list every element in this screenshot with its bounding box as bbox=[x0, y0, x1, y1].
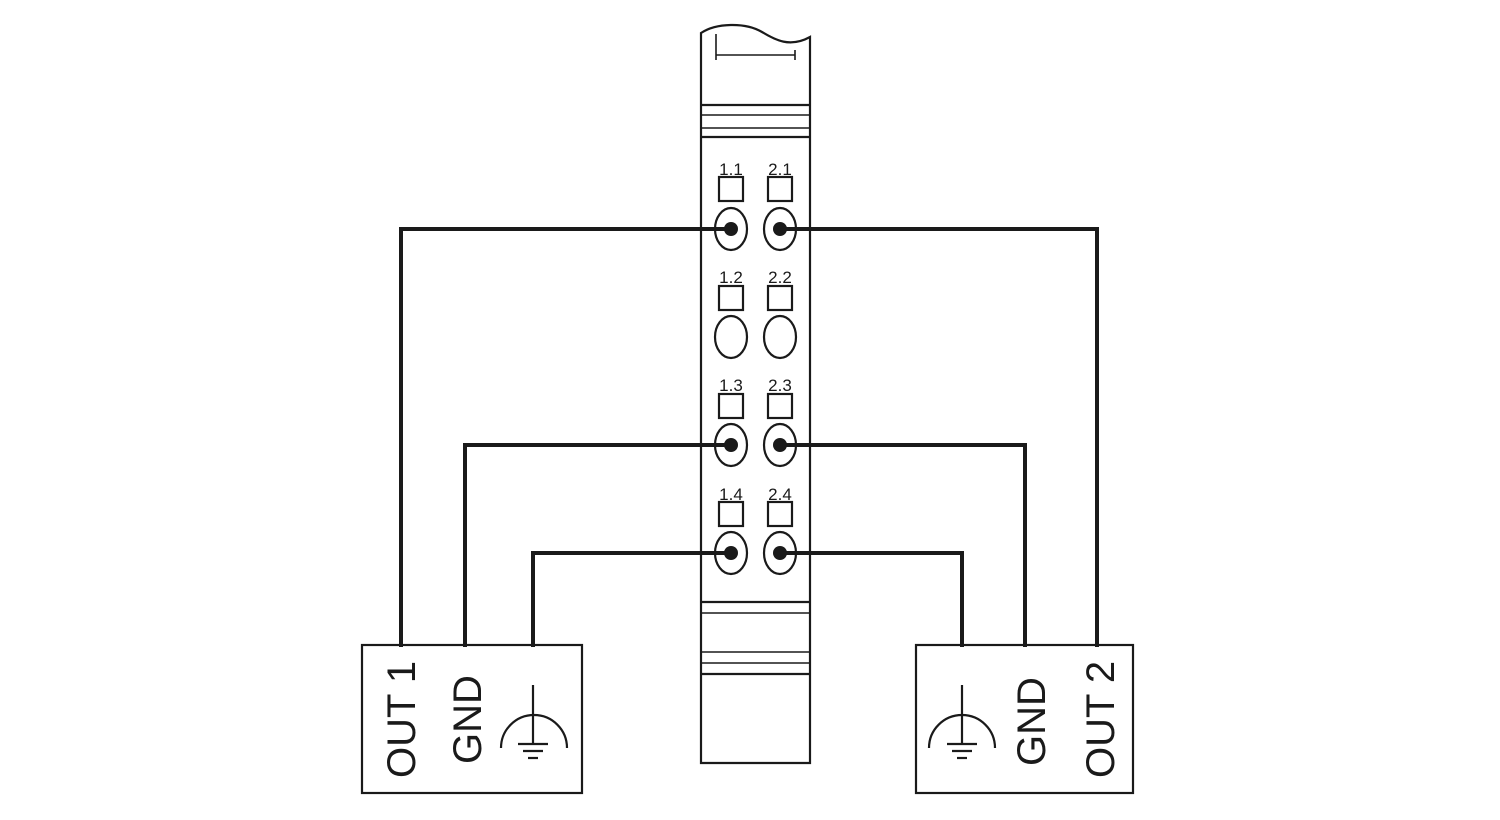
device-2-box bbox=[914, 643, 1135, 795]
connection-dot-1-1 bbox=[724, 222, 738, 236]
device-2: OUT 2 GND bbox=[914, 643, 1135, 795]
wire-gnd1-to-1-3 bbox=[463, 443, 733, 647]
connection-dot-1-4 bbox=[724, 546, 738, 560]
release-button-2-1[interactable] bbox=[766, 175, 794, 203]
release-button-1-4[interactable] bbox=[717, 500, 745, 528]
terminal-module bbox=[699, 23, 812, 765]
terminal-label-2-4: 2.4 bbox=[768, 485, 792, 504]
device-2-out-label: OUT 2 bbox=[1079, 661, 1123, 778]
release-button-2-2[interactable] bbox=[766, 284, 794, 312]
wires bbox=[399, 227, 1099, 647]
device-1-gnd-label: GND bbox=[446, 675, 490, 764]
release-button-1-1[interactable] bbox=[717, 175, 745, 203]
connection-dots bbox=[724, 222, 787, 560]
wire-gnd2-to-2-3 bbox=[778, 443, 1027, 647]
device-2-gnd-label: GND bbox=[1010, 677, 1054, 766]
release-buttons bbox=[717, 175, 794, 528]
terminal-label-2-2: 2.2 bbox=[768, 268, 792, 287]
terminal-label-2-1: 2.1 bbox=[768, 160, 792, 179]
terminal-opening-1-2[interactable] bbox=[713, 314, 749, 360]
connection-dot-2-4 bbox=[773, 546, 787, 560]
module-outline bbox=[699, 23, 812, 765]
terminal-label-1-3: 1.3 bbox=[719, 376, 743, 395]
device-1-box bbox=[360, 643, 584, 795]
connection-dot-2-1 bbox=[773, 222, 787, 236]
wire-out1-to-1-1 bbox=[399, 227, 733, 647]
protective-earth-icon bbox=[927, 685, 997, 760]
protective-earth-icon bbox=[499, 685, 569, 760]
terminal-opening-2-2[interactable] bbox=[762, 314, 798, 360]
wire-pe2-to-2-4 bbox=[778, 551, 964, 647]
connection-dot-2-3 bbox=[773, 438, 787, 452]
connection-dot-1-3 bbox=[724, 438, 738, 452]
release-button-1-3[interactable] bbox=[717, 392, 745, 420]
terminal-label-1-2: 1.2 bbox=[719, 268, 743, 287]
terminal-label-2-3: 2.3 bbox=[768, 376, 792, 395]
device-1: OUT 1 GND bbox=[360, 643, 584, 795]
device-1-out-label: OUT 1 bbox=[380, 661, 424, 778]
wire-out2-to-2-1 bbox=[778, 227, 1099, 647]
release-button-2-4[interactable] bbox=[766, 500, 794, 528]
release-button-2-3[interactable] bbox=[766, 392, 794, 420]
terminal-label-1-4: 1.4 bbox=[719, 485, 743, 504]
release-button-1-2[interactable] bbox=[717, 284, 745, 312]
connection-openings bbox=[713, 206, 798, 576]
terminal-label-1-1: 1.1 bbox=[719, 160, 743, 179]
wire-pe1-to-1-4 bbox=[531, 551, 733, 647]
module-top-marker bbox=[715, 34, 796, 60]
